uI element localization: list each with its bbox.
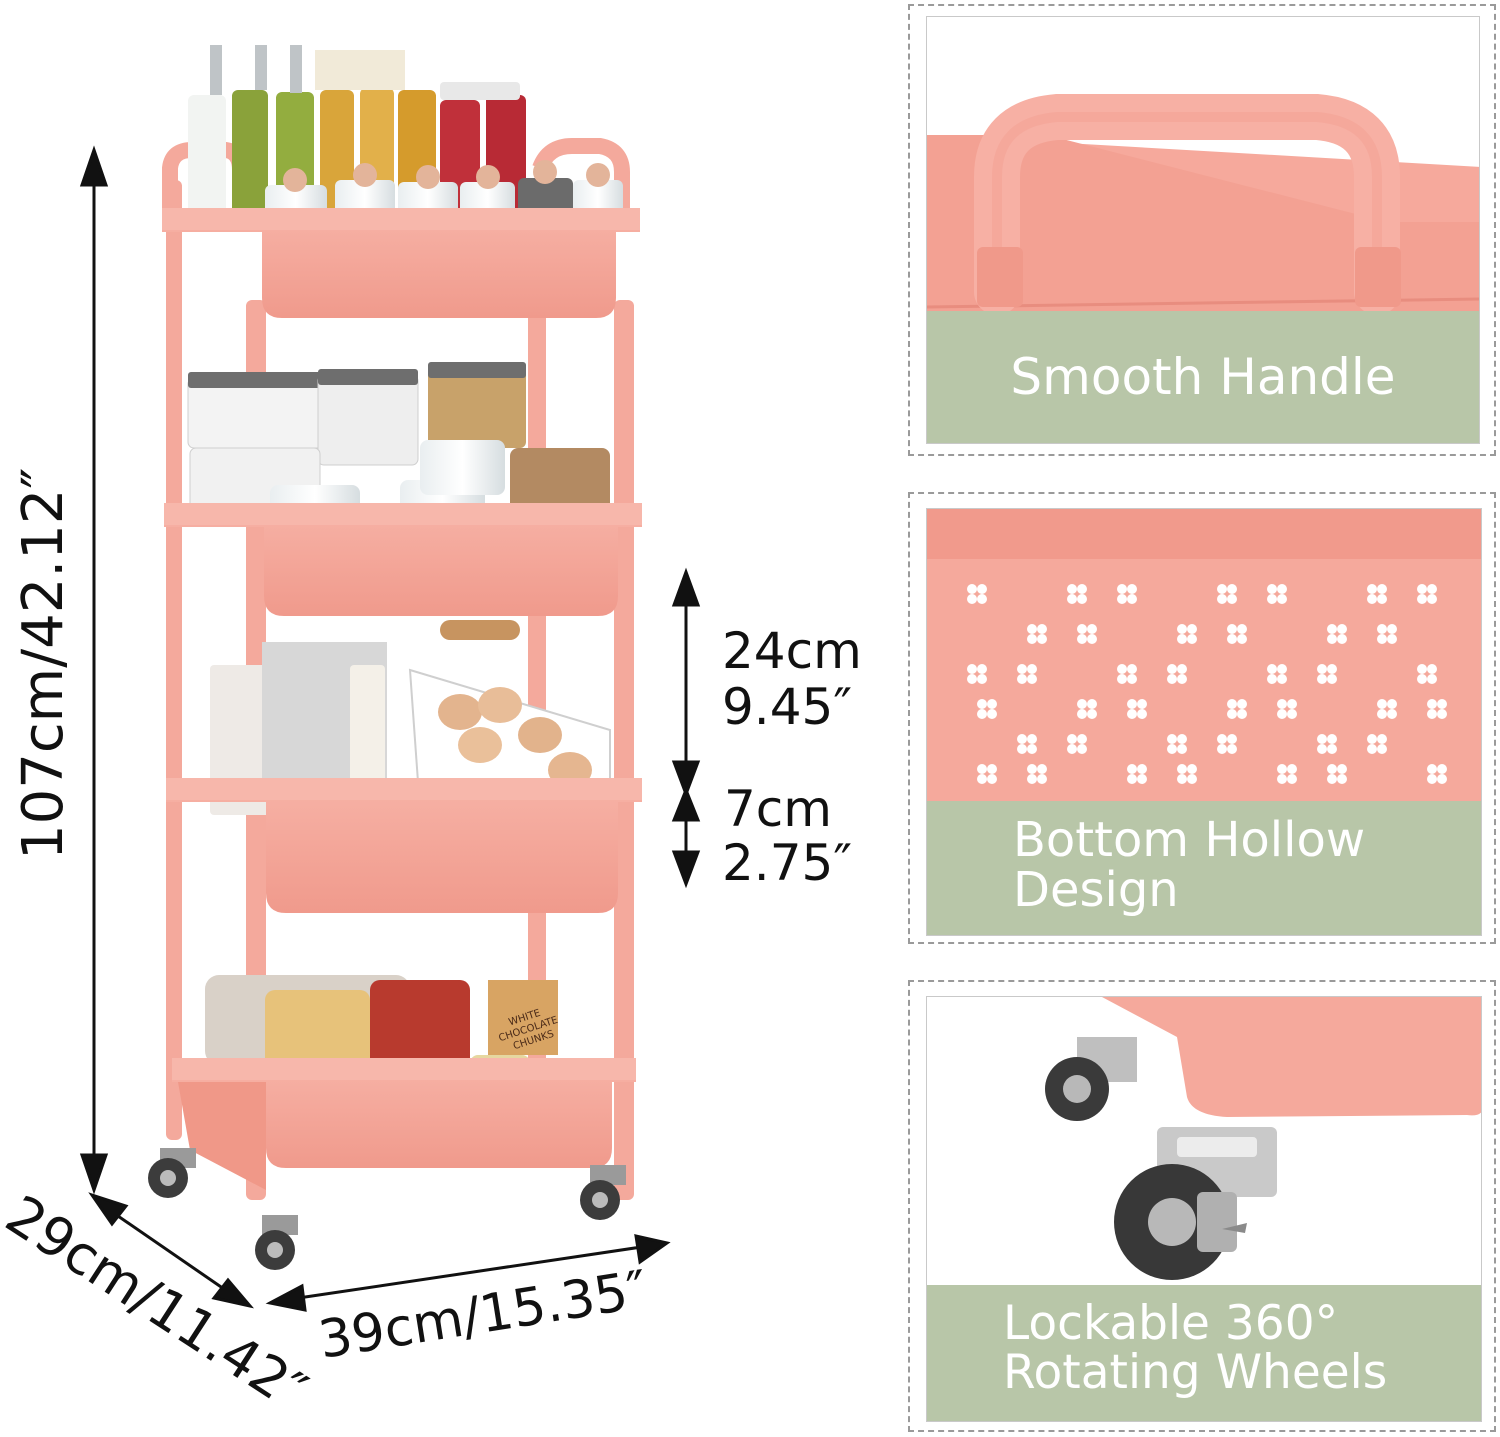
- hollow-flower-hole: [1327, 764, 1347, 784]
- hollow-flower-hole: [1167, 734, 1187, 754]
- hollow-flower-hole: [1327, 624, 1347, 644]
- hollow-flower-hole: [1217, 584, 1237, 604]
- handle-caption: Smooth Handle: [1010, 347, 1396, 406]
- hollow-flower-hole: [1017, 664, 1037, 684]
- depth-arrow: [88, 1192, 255, 1309]
- hollow-flower-hole: [1067, 734, 1087, 754]
- hollow-flower-hole: [977, 699, 997, 719]
- bottom-feature-image: Bottom Hollow Design: [926, 508, 1482, 936]
- bottom-caption-line-2: Design: [1013, 862, 1179, 919]
- hollow-flower-hole: [1267, 584, 1287, 604]
- handle-caption-bar: Smooth Handle: [927, 311, 1479, 443]
- wheels-feature-panel: Lockable 360° Rotating Wheels: [908, 980, 1496, 1432]
- basket-tier-3: [166, 778, 642, 913]
- basket-tier-2: [164, 503, 642, 616]
- hollow-flower-hole: [977, 764, 997, 784]
- width-label: 39cm/15.35″: [315, 1260, 652, 1371]
- basket-tier-1: [162, 208, 640, 318]
- hollow-flower-hole: [1377, 699, 1397, 719]
- hollow-flower-hole: [1227, 624, 1247, 644]
- right-handle: [532, 138, 630, 215]
- cart-wheels: [148, 1148, 626, 1270]
- hollow-flower-hole: [967, 584, 987, 604]
- bottom-caption-line-1: Bottom Hollow: [1013, 812, 1366, 868]
- shelf-gap-arrow: [671, 567, 701, 799]
- hollow-flower-hole: [967, 664, 987, 684]
- hollow-flower-hole: [1167, 664, 1187, 684]
- basket-depth-cm-label: 7cm: [724, 780, 832, 838]
- hollow-flower-hole: [1277, 764, 1297, 784]
- wheels-caption-line-2: Rotating Wheels: [1003, 1345, 1388, 1401]
- hollow-flower-hole: [1377, 624, 1397, 644]
- height-arrow: [79, 145, 109, 1195]
- handle-feature-image: Smooth Handle: [926, 16, 1480, 444]
- hollow-flower-hole: [1367, 734, 1387, 754]
- hollow-flower-hole: [1117, 584, 1137, 604]
- basket-tier-4: [172, 1058, 636, 1190]
- hollow-flower-hole: [1177, 764, 1197, 784]
- hollow-flower-hole: [1027, 764, 1047, 784]
- hollow-flower-hole: [1217, 734, 1237, 754]
- hollow-flower-hole: [1367, 584, 1387, 604]
- hollow-flower-hole: [1317, 664, 1337, 684]
- basket-depth-in-label: 2.75″: [722, 834, 852, 892]
- wheels-caption-bar: Lockable 360° Rotating Wheels: [927, 1285, 1481, 1421]
- bottom-caption-bar: Bottom Hollow Design: [927, 801, 1481, 935]
- wheels-illustration: [1045, 997, 1481, 1280]
- hollow-flower-hole: [1127, 764, 1147, 784]
- hollow-flower-hole: [1077, 624, 1097, 644]
- shelf-gap-cm-label: 24cm: [722, 622, 862, 680]
- hollow-flower-hole: [1267, 664, 1287, 684]
- basket-depth-arrow: [671, 785, 701, 889]
- hollow-flower-hole: [1027, 624, 1047, 644]
- hollow-flower-hole: [1277, 699, 1297, 719]
- shelf-gap-in-label: 9.45″: [722, 678, 852, 736]
- wheels-caption-line-1: Lockable 360°: [1003, 1296, 1339, 1351]
- hollow-flower-hole: [1017, 734, 1037, 754]
- hollow-flower-hole: [1177, 624, 1197, 644]
- hollow-flower-hole: [1427, 764, 1447, 784]
- hollow-flower-hole: [1427, 699, 1447, 719]
- hollow-flower-hole: [1417, 584, 1437, 604]
- hollow-flower-hole: [1317, 734, 1337, 754]
- bottom-feature-panel: Bottom Hollow Design: [908, 492, 1496, 944]
- hollow-flower-hole: [1417, 664, 1437, 684]
- height-label: 107cm/42.12″: [11, 468, 76, 860]
- hollow-flower-hole: [1067, 584, 1087, 604]
- handle-feature-panel: Smooth Handle: [908, 4, 1496, 456]
- hollow-flower-hole: [1127, 699, 1147, 719]
- width-arrow: [265, 1234, 671, 1312]
- hollow-flower-hole: [1227, 699, 1247, 719]
- cart-illustration: WHITE CHOCOLATE CHUNKS 107cm/42.12″ 29cm…: [0, 45, 862, 1423]
- hollow-flower-hole: [1077, 699, 1097, 719]
- hollow-flower-hole: [1117, 664, 1137, 684]
- wheels-feature-image: Lockable 360° Rotating Wheels: [926, 996, 1482, 1422]
